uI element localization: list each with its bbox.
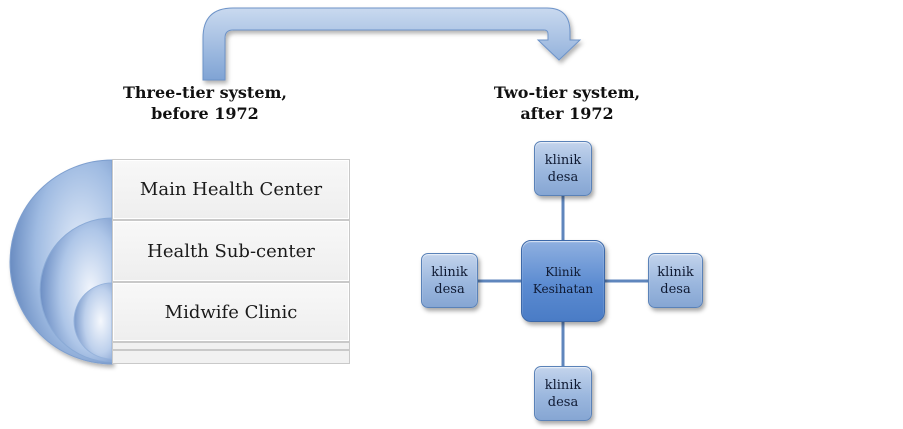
tier-arc-inner	[73, 282, 113, 360]
node-bottom-line2: desa	[547, 394, 579, 410]
tier-base-strip-1	[112, 342, 350, 350]
node-klinik-kesihatan: Klinik Kesihatan	[521, 240, 605, 322]
node-klinik-desa-right: klinik desa	[648, 253, 703, 308]
node-right-line2: desa	[660, 281, 691, 297]
node-klinik-desa-left: klinik desa	[421, 253, 478, 308]
node-center-line1: Klinik	[545, 265, 581, 279]
two-tier-title-line2: after 1972	[520, 104, 614, 123]
node-klinik-desa-top: klinik desa	[534, 141, 592, 196]
tier-main-health-center: Main Health Center	[112, 159, 350, 220]
two-tier-title-line1: Two-tier system,	[493, 83, 641, 102]
node-right-line1: klinik	[657, 264, 694, 280]
three-tier-title: Three-tier system, before 1972	[100, 82, 310, 124]
tier-midwife-clinic: Midwife Clinic	[112, 282, 350, 342]
transition-arrow-icon	[202, 7, 582, 81]
node-center-line2: Kesihatan	[532, 282, 594, 296]
node-left-line2: desa	[434, 281, 465, 297]
tier-health-sub-center: Health Sub-center	[112, 220, 350, 282]
tier-base-strip-2	[112, 350, 350, 364]
three-tier-title-line1: Three-tier system,	[123, 83, 287, 102]
node-left-line1: klinik	[431, 264, 468, 280]
two-tier-title: Two-tier system, after 1972	[462, 82, 672, 124]
node-bottom-line1: klinik	[544, 377, 582, 393]
node-top-line2: desa	[547, 169, 579, 185]
node-top-line1: klinik	[544, 152, 582, 168]
node-klinik-desa-bottom: klinik desa	[534, 366, 592, 421]
three-tier-title-line2: before 1972	[151, 104, 259, 123]
